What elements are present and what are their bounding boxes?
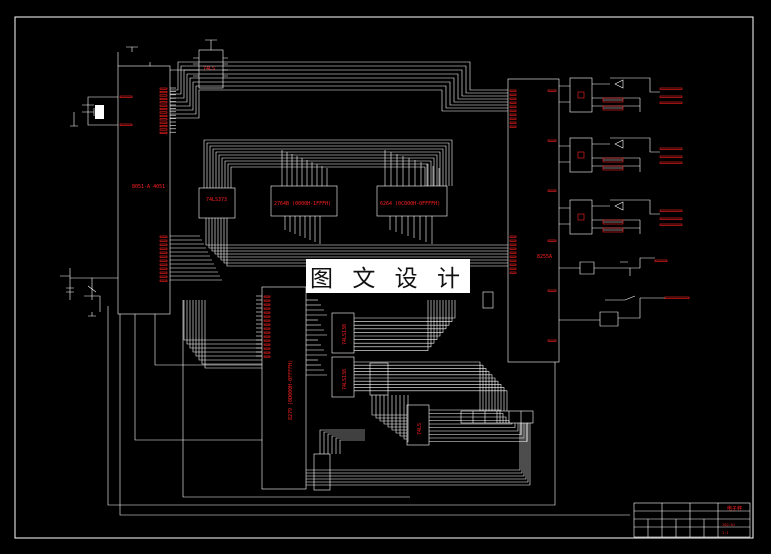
top-small-chip-label: 74LS xyxy=(203,66,215,72)
drawing-frame xyxy=(14,16,754,539)
crystal-circuit xyxy=(70,96,118,127)
reset-circuit xyxy=(60,268,118,317)
title-block-scale: 1:1 xyxy=(722,531,729,535)
sram-6264 xyxy=(376,185,448,217)
latch-74ls373-label: 74LS373 xyxy=(206,197,227,203)
decoder-74ls138-a xyxy=(331,312,355,354)
mcu-chip-label: 8051-A 4051 xyxy=(132,184,165,190)
mcu-chip xyxy=(117,65,171,315)
keyboard-ctrl-8279-label: 8279 (0D000H-0FFFFH) xyxy=(288,360,294,420)
connector-block xyxy=(313,453,331,491)
mcu-pin-labels xyxy=(119,87,168,282)
ppi-pin-marks xyxy=(263,89,557,358)
eprom-2764 xyxy=(270,185,338,217)
title-block-drawing-no: JSQ-01 xyxy=(722,523,735,527)
decoder-b-label: 74LS138 xyxy=(342,369,348,390)
logic-block xyxy=(369,362,389,396)
eprom-2764-label: 2764B (0000H-1FFFH) xyxy=(274,201,331,207)
watermark-text: 图 文 设 计 xyxy=(310,266,466,292)
decoder-74ls138-b xyxy=(331,356,355,398)
keyboard-ctrl-8279 xyxy=(261,286,307,490)
relay-driver-circuits xyxy=(559,77,690,327)
latch-74ls373 xyxy=(198,187,236,219)
title-block: 电子秤 JSQ-01 1:1 xyxy=(633,502,751,538)
title-block-name: 电子秤 xyxy=(727,505,742,512)
wiring-buses xyxy=(107,61,630,516)
watermark-banner: 图 文 设 计 xyxy=(306,259,470,293)
ppi-8255 xyxy=(507,78,560,363)
display-driver xyxy=(406,404,430,446)
ppi-8255-label: 8255A xyxy=(537,254,552,260)
crystal xyxy=(95,105,104,119)
decoder-a-label: 74LS138 xyxy=(342,324,348,345)
display-driver-label: 74LS xyxy=(417,423,423,435)
sram-6264-label: 6264 (0C000H-0FFFFH) xyxy=(380,201,440,207)
